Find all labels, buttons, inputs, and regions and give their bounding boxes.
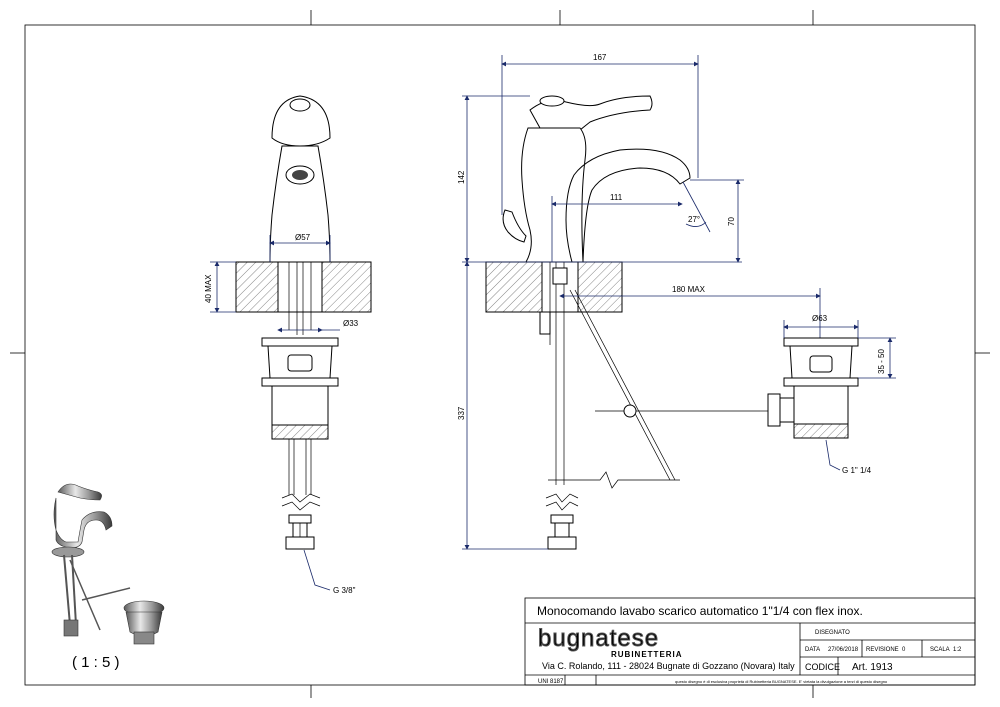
company-address: Via C. Rolando, 111 - 28024 Bugnate di G…	[542, 661, 795, 671]
data-label: DATA	[805, 647, 820, 653]
dim-d57: Ø57	[295, 233, 311, 242]
front-view-dimensions: Ø57 40 MAX Ø33 G 3/8"	[204, 233, 359, 595]
revisione-value: 0	[902, 647, 906, 653]
codice-label: CODICE	[805, 662, 840, 672]
uni-standard: UNI 8187	[538, 679, 564, 685]
title-block	[524, 597, 976, 686]
dim-d63: Ø63	[812, 314, 828, 323]
title-text: Monocomando lavabo scarico automatico 1"…	[537, 604, 863, 618]
scala-value: 1:2	[953, 647, 962, 653]
front-view	[235, 95, 372, 550]
revisione-label: REVISIONE	[866, 647, 899, 653]
drain-dimensions: Ø63 35 - 50 G 1" 1/4	[783, 314, 896, 475]
ownership-disclaimer: questo disegno è di esclusiva proprietà …	[675, 679, 888, 684]
dim-180max: 180 MAX	[672, 285, 706, 294]
side-view	[485, 95, 760, 550]
drain-detail	[760, 337, 859, 439]
brand-subtitle: RUBINETTERIA	[611, 650, 683, 659]
side-view-dimensions: 167 142 337 111 27° 70 180 MAX	[457, 53, 821, 550]
dim-g114: G 1" 1/4	[842, 466, 872, 475]
scale-note: ( 1 : 5 )	[72, 654, 120, 671]
dim-40max: 40 MAX	[204, 274, 213, 303]
dim-27deg: 27°	[688, 215, 700, 224]
dim-142: 142	[457, 170, 466, 184]
article-code: Art. 1913	[852, 662, 893, 673]
sheet-border	[10, 10, 990, 698]
data-value: 27/06/2018	[828, 647, 859, 653]
scala-label: SCALA	[930, 647, 950, 653]
dim-g38: G 3/8"	[333, 586, 356, 595]
dim-d33: Ø33	[343, 319, 359, 328]
dim-167: 167	[593, 53, 607, 62]
dim-337: 337	[457, 406, 466, 420]
brand-logo: bugnatese	[538, 625, 659, 652]
dim-70: 70	[727, 217, 736, 226]
product-thumbnail	[51, 483, 165, 645]
dim-35-50: 35 - 50	[877, 349, 886, 374]
disegnato-label: DISEGNATO	[815, 630, 850, 636]
dim-111: 111	[610, 193, 623, 202]
